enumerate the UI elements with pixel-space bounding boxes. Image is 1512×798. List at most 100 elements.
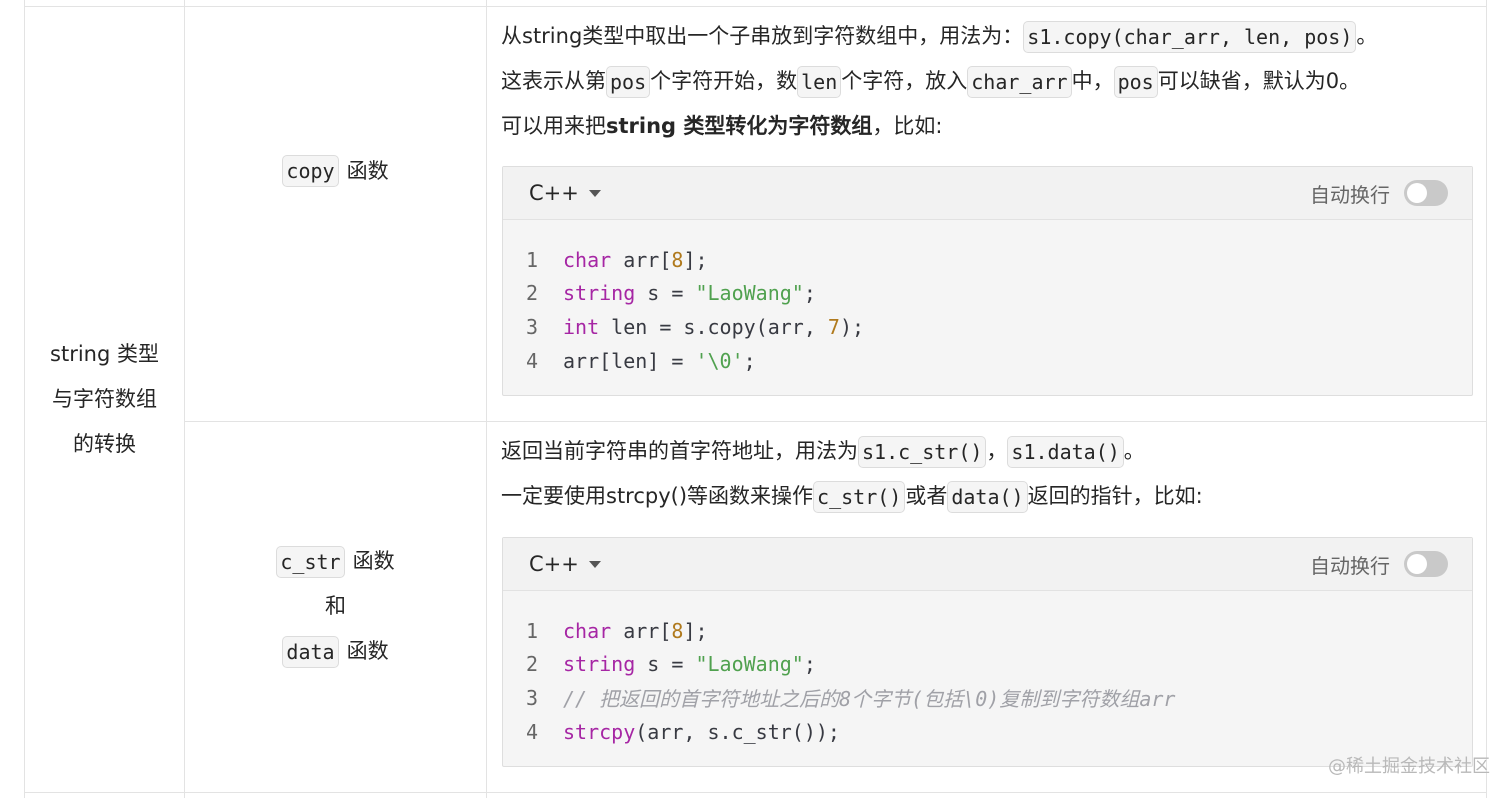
auto-wrap-label: 自动换行 [1310,553,1390,578]
paragraph: 从string类型中取出一个子串放到字符数组中，用法为： s1.copy(cha… [501,14,1491,59]
paragraph: 这表示从第 pos 个字符开始，数 len 个字符，放入 char_arr 中，… [501,59,1491,104]
inline-code: s1.c_str() [858,435,987,468]
text: 或者 [905,484,948,508]
line-number: 3 [525,685,538,710]
line-number: 1 [525,247,538,272]
inline-code: s1.copy(char_arr, len, pos) [1023,20,1357,53]
code-block-header: C++ 自动换行 [503,167,1472,220]
text: 。 [1123,439,1145,463]
paragraph: 一定要使用strcpy()等函数来操作 c_str() 或者 data() 返回… [501,474,1491,519]
function-cell-copy: copy 函数 [185,6,486,336]
code-token: s = [635,652,696,677]
code-block-header: C++ 自动换行 [503,538,1472,591]
table-border-top [24,6,1487,7]
code-token: ]; [683,618,708,643]
category-line: 与字符数组 [52,386,157,411]
code-token: ); [839,314,865,339]
auto-wrap-toggle[interactable] [1404,551,1448,577]
code-token: arr[len] = [563,348,696,373]
code-token: arr[ [611,618,672,643]
code-token: string [563,652,636,677]
text: 一定要使用strcpy()等函数来操作 [501,484,814,508]
auto-wrap-toggle[interactable] [1404,180,1448,206]
function-name-line: copy 函数 [282,149,389,194]
code-token: len = s.copy(arr, [599,314,828,339]
language-select[interactable]: C++ [529,552,601,576]
code-token: 8 [671,618,684,643]
category-cell: string 类型 与字符数组 的转换 [25,6,184,792]
text: 个字符开始，数 [650,69,798,93]
text: 中， [1071,69,1114,93]
language-label: C++ [529,552,579,576]
auto-wrap-control: 自动换行 [1310,550,1448,579]
code-token: s = [635,281,696,306]
code-token: (arr, s.c_str()); [635,719,840,744]
and-text: 和 [325,594,346,618]
function-name-line: data 函数 [282,629,389,674]
function-suffix: 函数 [346,639,389,663]
code-token: // 把返回的首字符地址之后的8个字节(包括\0)复制到字符数组arr [563,687,1176,712]
text: 这表示从第 [501,69,606,93]
function-name-line: c_str 函数 [276,539,395,584]
inline-code: pos [606,65,651,98]
table-border-right [1486,0,1487,798]
watermark: @稀土掘金技术社区 [1328,756,1490,777]
code-token: ; [743,348,756,373]
category-line: string 类型 [50,341,159,366]
toggle-knob [1407,183,1427,203]
code-token: ; [803,652,816,677]
function-cell-cstr-data: c_str 函数 和 data 函数 [185,421,486,792]
text: ，比如: [872,114,943,138]
code-token: "LaoWang" [695,281,804,306]
chevron-down-icon [588,560,601,568]
language-label: C++ [529,181,579,205]
inline-code: c_str() [813,480,906,513]
line-number: 1 [525,618,538,643]
function-suffix: 函数 [352,549,395,573]
text: 可以用来把 [501,114,606,138]
code-token: 8 [671,247,684,272]
table-border-left [24,0,25,798]
text: 可以缺省，默认为0。 [1157,69,1361,93]
bold-text: string 类型转化为字符数组 [606,114,873,138]
code-line: 2 string s = "LaoWang"; [503,277,1472,311]
description-cstr-data: 返回当前字符串的首字符地址，用法为 s1.c_str() ， s1.data()… [501,429,1491,519]
table-border-bottom [24,792,1487,793]
text: 。 [1356,24,1378,48]
code-token: ; [803,281,816,306]
inline-code: len [797,65,842,98]
line-number: 4 [525,348,538,373]
inline-code: char_arr [967,65,1072,98]
category-line: 的转换 [73,431,136,456]
text: 返回当前字符串的首字符地址，用法为 [501,439,858,463]
description-copy: 从string类型中取出一个子串放到字符数组中，用法为： s1.copy(cha… [501,14,1491,149]
table-border-col1 [184,0,185,798]
inline-code: s1.data() [1007,435,1124,468]
auto-wrap-label: 自动换行 [1310,182,1390,207]
text: 从string类型中取出一个子串放到字符数组中，用法为： [501,24,1024,48]
inline-code: data() [947,480,1028,513]
code-token: ]; [683,247,708,272]
code-token: arr[ [611,247,672,272]
function-name-line: 和 [325,584,346,629]
chevron-down-icon [588,189,601,197]
table-border-col2 [486,0,487,798]
line-number: 2 [525,281,538,306]
code-token: string [563,281,636,306]
toggle-knob [1407,554,1427,574]
text: ， [986,439,1008,463]
language-select[interactable]: C++ [529,181,601,205]
row-divider [184,421,1487,422]
auto-wrap-control: 自动换行 [1310,179,1448,208]
inline-code: c_str [276,545,345,578]
code-token: int [563,314,600,339]
